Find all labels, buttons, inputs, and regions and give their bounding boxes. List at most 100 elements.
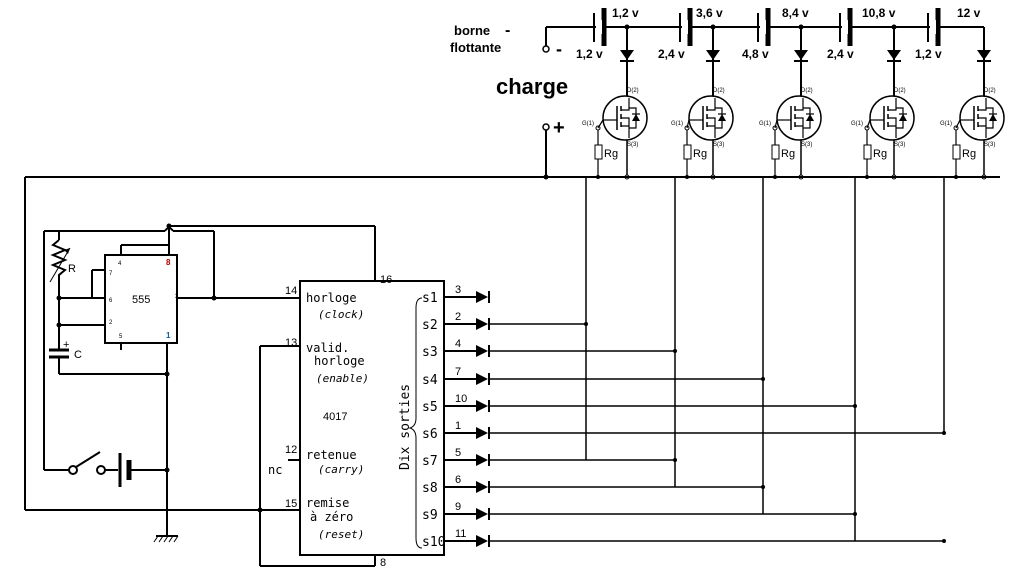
output-s1: s1 3 — [422, 284, 490, 306]
nc-label: nc — [268, 463, 282, 477]
diode-5 — [977, 50, 991, 60]
drain-label-4: D(2) — [894, 88, 906, 94]
timer-pin-2: 2 — [109, 320, 113, 326]
gate-label-4: G(1) — [851, 121, 863, 127]
output-s3: s3 4 — [422, 338, 677, 360]
output-pin-s6: 1 — [455, 420, 461, 432]
output-diode-s7 — [476, 454, 488, 466]
output-pin-s7: 5 — [455, 447, 461, 459]
diode-1 — [620, 50, 634, 60]
voltage-top-2: 3,6 v — [696, 6, 723, 20]
charge-label: charge — [496, 74, 568, 99]
output-s10: s10 11 — [422, 528, 946, 550]
resistor-rg-5 — [952, 144, 961, 160]
floating-terminal-minus: - — [556, 39, 562, 59]
output-diode-s3 — [476, 345, 488, 357]
pin-reset-label-1: remise — [306, 496, 349, 510]
charge-plus: + — [553, 117, 565, 139]
voltage-top-5: 12 v — [957, 6, 981, 20]
rg-label-2: Rg — [693, 148, 707, 160]
voltage-bottom-4: 2,4 v — [827, 47, 854, 61]
timer-pin-6: 6 — [109, 298, 113, 304]
resistor-rg-4 — [863, 144, 872, 160]
pin-reset-label-2: à zéro — [310, 510, 353, 524]
gate-label-1: G(1) — [582, 121, 594, 127]
floating-terminal-label-2: flottante — [450, 40, 501, 55]
floating-terminal-label-1: borne — [454, 23, 490, 38]
output-label-s1: s1 — [422, 291, 438, 306]
gate-label-2: G(1) — [671, 121, 683, 127]
pin-14: 14 — [285, 285, 297, 297]
diode-2 — [706, 50, 720, 60]
timer-555: 555 4 8 7 6 3 2 5 1 R — [43, 223, 376, 543]
output-label-s3: s3 — [422, 345, 438, 360]
capacitor-c-label: C — [74, 349, 82, 361]
pin-carry-label: retenue — [306, 448, 357, 462]
ic-4017: 4017 horloge (clock) valid. horloge (ena… — [257, 274, 445, 569]
mosfet-stage-2: G(1)D(2)S(3)Rg — [671, 50, 734, 200]
timer-pin-4: 4 — [118, 261, 122, 267]
pin-16: 16 — [380, 274, 392, 286]
voltage-top-3: 8,4 v — [782, 6, 809, 20]
output-label-s7: s7 — [422, 454, 438, 469]
drain-label-3: D(2) — [801, 88, 813, 94]
battery-cell-4 — [839, 8, 853, 46]
output-s4: s47 — [422, 366, 765, 388]
battery-cell-5 — [927, 8, 941, 46]
timer-pin-7: 7 — [109, 271, 113, 277]
resistor-rg-2 — [683, 144, 692, 160]
pin-reset-label-en: (reset) — [318, 528, 364, 541]
pin-8: 8 — [380, 557, 386, 569]
timer-pin-1: 1 — [166, 331, 171, 340]
rg-label-1: Rg — [604, 148, 618, 160]
output-s8: s8 6 — [422, 474, 765, 496]
pin-12: 12 — [285, 444, 297, 456]
voltage-bottom-3: 4,8 v — [742, 47, 769, 61]
rg-label-4: Rg — [873, 148, 887, 160]
drain-label-5: D(2) — [984, 88, 996, 94]
output-diode-s9 — [476, 508, 488, 520]
output-label-s6: s6 — [422, 427, 438, 442]
output-label-s5: s5 — [422, 400, 438, 415]
source-label-3: S(3) — [801, 142, 812, 148]
voltage-top-4: 10,8 v — [862, 6, 896, 20]
output-pin-s3: 4 — [455, 338, 461, 350]
mosfet-stage-5: G(1) D(2) S(3) Rg — [940, 50, 1005, 200]
output-s7: s7 5 — [422, 447, 677, 469]
source-label-5: S(3) — [984, 142, 995, 148]
resistor-r-label: R — [68, 263, 76, 275]
output-diode-s5 — [476, 400, 488, 412]
output-diode-s6 — [476, 427, 488, 439]
rg-label-5: Rg — [962, 148, 976, 160]
output-pin-s1: 3 — [455, 284, 461, 296]
output-label-s10: s10 — [422, 535, 445, 550]
output-s2: s22 — [422, 311, 588, 333]
output-pin-s8: 6 — [455, 474, 461, 486]
diode-4 — [887, 50, 901, 60]
output-diode-s8 — [476, 481, 488, 493]
pin-enable-label-2: horloge — [314, 354, 365, 368]
gate-return-bus — [24, 174, 1000, 511]
output-diode-s10 — [476, 535, 488, 547]
voltage-top-1: 1,2 v — [612, 6, 639, 20]
output-label-s8: s8 — [422, 481, 438, 496]
diode-3 — [794, 50, 808, 60]
output-pin-s10: 11 — [455, 528, 466, 540]
rg-label-3: Rg — [781, 148, 795, 160]
floating-terminal-minus-top: - — [505, 22, 510, 39]
battery-cell-2 — [679, 8, 693, 46]
voltage-bottom-2: 2,4 v — [658, 47, 685, 61]
resistor-rg-3 — [771, 144, 780, 160]
battery-cell-1 — [593, 8, 607, 46]
battery-cell-3 — [757, 8, 771, 46]
pin-enable-label-1: valid. — [306, 341, 349, 355]
timer-555-name: 555 — [132, 294, 150, 306]
gate-label-5: G(1) — [940, 121, 952, 127]
voltage-bottom-5: 1,2 v — [915, 47, 942, 61]
drain-label-1: D(2) — [627, 88, 639, 94]
ic-4017-name: 4017 — [323, 411, 347, 423]
timer-pin-5: 5 — [119, 334, 123, 340]
pin-15: 15 — [285, 498, 297, 510]
